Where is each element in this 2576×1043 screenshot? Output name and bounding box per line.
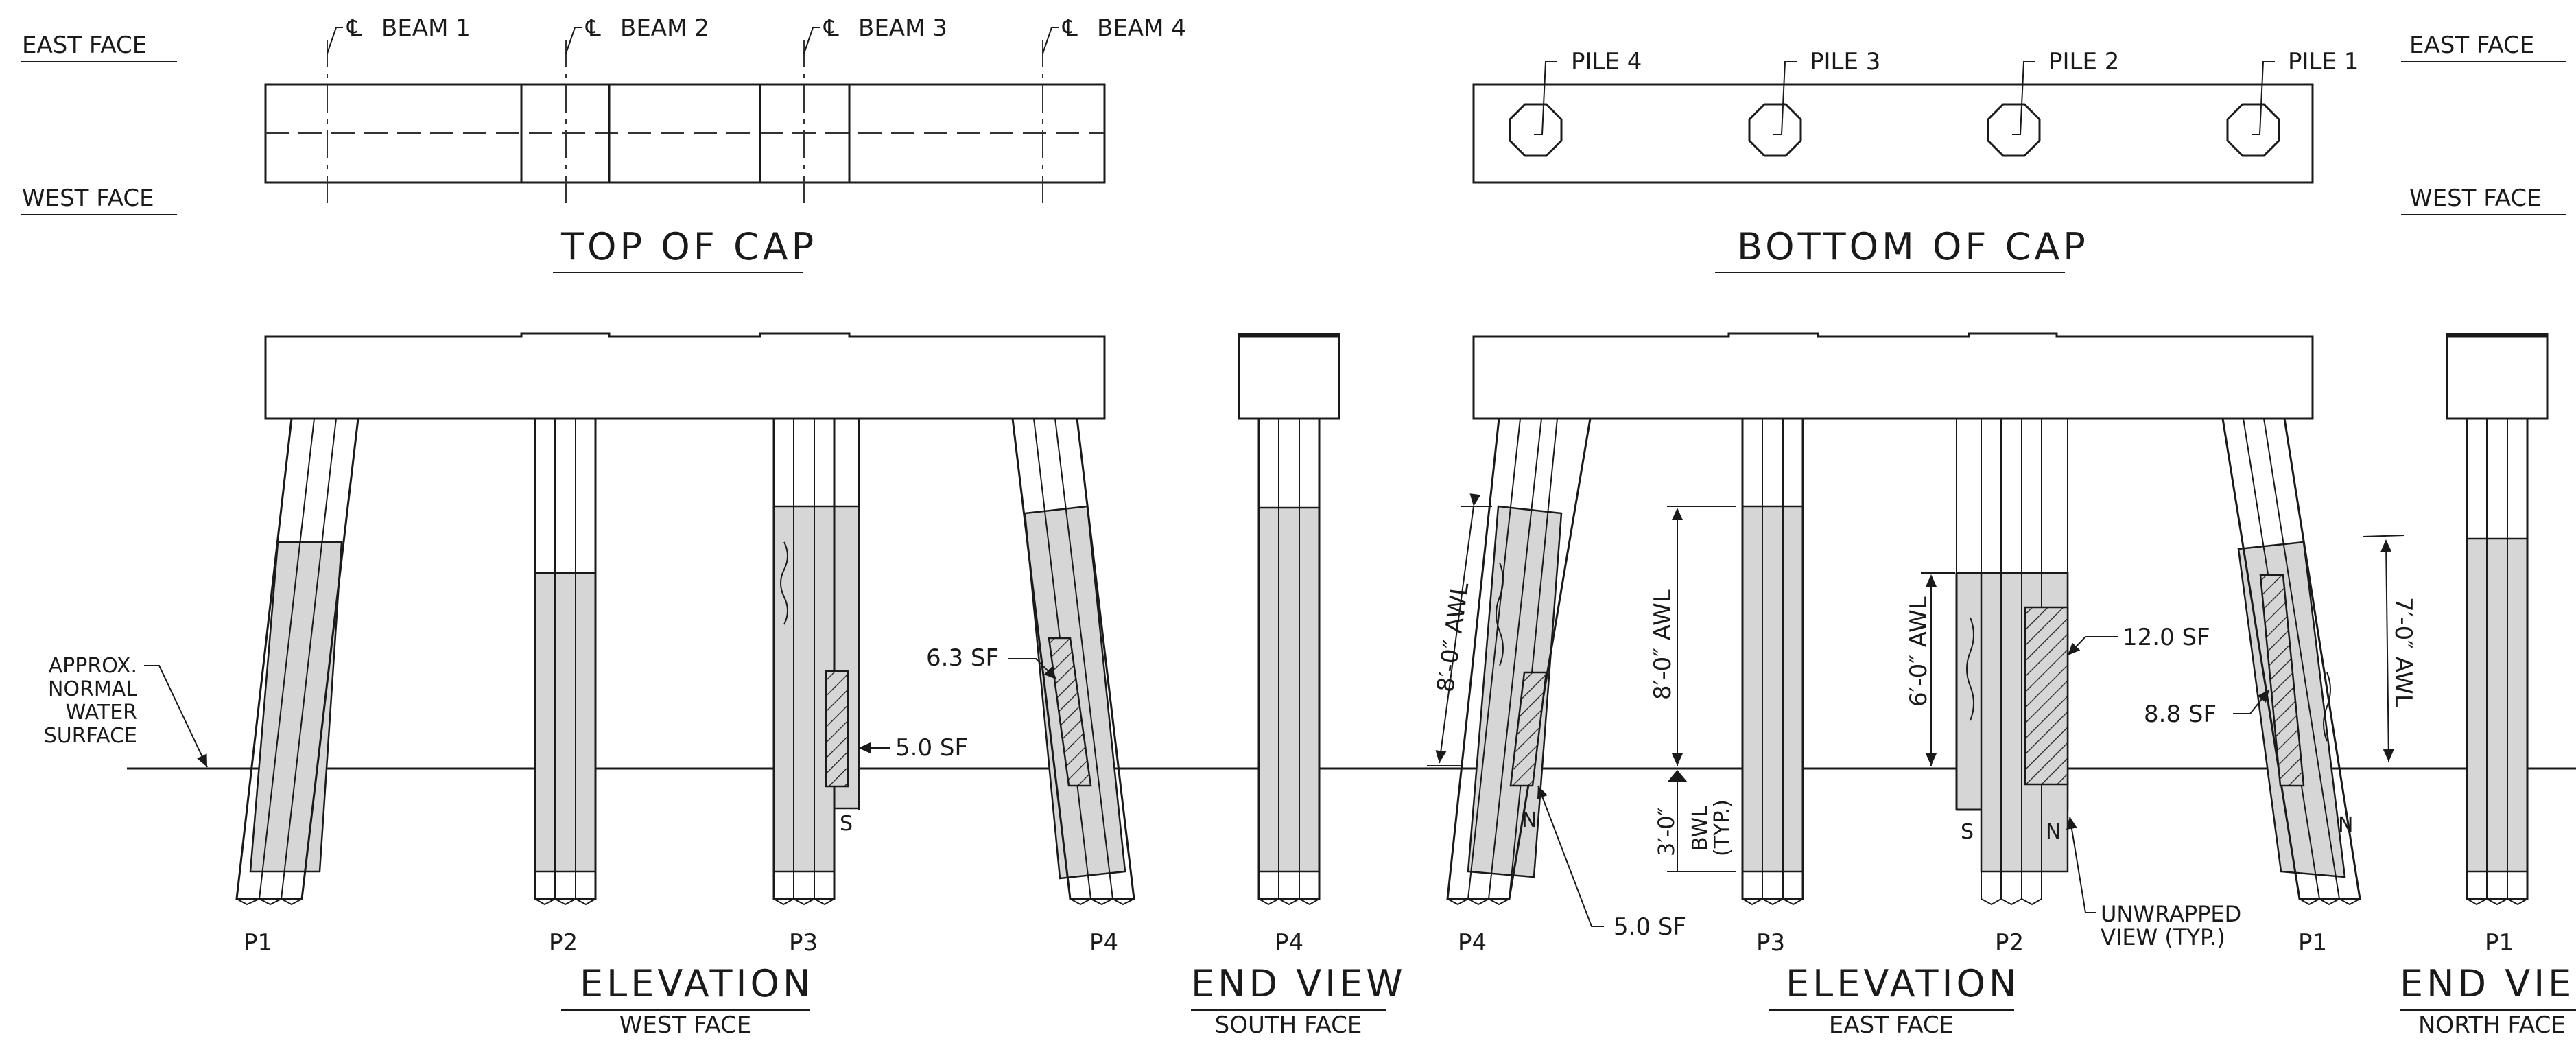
east-pile-label-p4: P4 (1458, 929, 1487, 957)
end-view-south: P4 END VIEW SOUTH FACE (1191, 333, 1406, 1039)
beam-4-centerline-symbol: ℄ (1062, 14, 1078, 42)
water-surface-label-line2: NORMAL (48, 677, 137, 701)
p1-east-area-label: 8.8 SF (2144, 701, 2217, 728)
pile-4-octagon (1509, 103, 1563, 157)
north-end-view-subtitle: NORTH FACE (2418, 1011, 2566, 1039)
p4-east-awl-label: 8′-0″ AWL (1432, 581, 1474, 694)
p4-east-area-label: 5.0 SF (1614, 913, 1686, 941)
pile-1-octagon (2226, 103, 2280, 157)
bottom-of-cap-title: BOTTOM OF CAP (1737, 225, 2089, 268)
water-surface-label-line4: SURFACE (44, 724, 137, 748)
west-face-label-right: WEST FACE (2409, 185, 2542, 212)
pile-3-octagon (1748, 103, 1802, 157)
beam-3-centerline-symbol: ℄ (823, 14, 839, 42)
p3-south-marker: S (840, 812, 853, 836)
east-face-label-left: EAST FACE (22, 32, 147, 59)
p3-east-awl-label: 8′-0″ AWL (1649, 589, 1677, 700)
east-elevation-subtitle: EAST FACE (1829, 1011, 1954, 1039)
pile-3-label: PILE 3 (1810, 48, 1880, 75)
top-of-cap-title: TOP OF CAP (560, 225, 817, 268)
east-elevation-title: ELEVATION (1786, 962, 2020, 1005)
p4-west-area-label: 6.3 SF (926, 644, 999, 672)
unwrapped-view-label-line1: UNWRAPPED (2101, 901, 2241, 927)
p4-west-repair-area (1048, 637, 1092, 787)
p1-east-north-marker: N (2338, 813, 2353, 837)
pile-p3-west: S (772, 417, 860, 906)
pile-p1-east: N (2221, 417, 2361, 906)
top-of-cap-plan: ℄ BEAM 1 ℄ BEAM 2 ℄ BEAM 3 ℄ BEAM 4 TOP … (264, 14, 1186, 273)
east-pile-label-p2: P2 (1995, 929, 2024, 957)
p4-east-north-marker: N (1522, 808, 1537, 832)
p4-east-repair-area (1509, 671, 1548, 787)
beam-3-label: BEAM 3 (858, 14, 947, 42)
water-surface-label-line3: WATER (66, 701, 137, 725)
bwl-typ-label: (TYP.) (1710, 799, 1734, 856)
south-end-view-subtitle: SOUTH FACE (1215, 1011, 1362, 1039)
south-end-pile-label: P4 (1275, 929, 1303, 957)
bwl-label: BWL (1688, 806, 1712, 851)
pile-p1-west (235, 417, 359, 906)
pile-p4-west (1011, 417, 1135, 906)
north-end-pile-label: P1 (2485, 929, 2514, 957)
p2-north-marker: N (2046, 820, 2061, 844)
west-face-label-left: WEST FACE (22, 185, 154, 212)
p1-east-awl-label: 7′-0″ AWL (2389, 597, 2417, 707)
end-view-north: P1 END VIEW NORTH FACE (2400, 333, 2576, 1039)
p2-east-area-label: 12.0 SF (2123, 624, 2210, 651)
west-elevation-subtitle: WEST FACE (619, 1011, 752, 1039)
east-pile-label-p3: P3 (1756, 929, 1785, 957)
p2-east-awl-label: 6′-0″ AWL (1905, 596, 1933, 707)
p2-south-marker: S (1961, 820, 1974, 844)
west-elevation: S 5.0 SF 6.3 SF P1 P2 P3 P4 ELEVATION WE… (235, 332, 1135, 1039)
beam-2-centerline-symbol: ℄ (585, 14, 601, 42)
south-end-view-title: END VIEW (1191, 962, 1406, 1005)
beam-2-label: BEAM 2 (620, 14, 709, 42)
pile-p4-east: N (1446, 417, 1592, 906)
east-elevation: N 8′-0″ AWL 8′-0″ AWL 3′-0″ BWL (TYP.) (1427, 332, 2417, 1039)
west-pile-label-p2: P2 (549, 929, 578, 957)
west-pile-label-p1: P1 (244, 929, 272, 957)
west-elevation-title: ELEVATION (580, 962, 814, 1005)
face-labels: EAST FACE WEST FACE EAST FACE WEST FACE (21, 32, 2566, 215)
west-pile-label-p3: P3 (789, 929, 818, 957)
east-pile-label-p1: P1 (2298, 929, 2327, 957)
pile-4-label: PILE 4 (1571, 48, 1642, 75)
pile-p3-east (1741, 417, 1804, 906)
pile-p2-east: S N (1955, 419, 2069, 906)
p3-west-repair-area (825, 670, 849, 788)
pile-p2-west (534, 417, 597, 906)
west-pile-label-p4: P4 (1089, 929, 1118, 957)
pile-2-label: PILE 2 (2048, 48, 2119, 75)
north-end-view-title: END VIEW (2400, 962, 2576, 1005)
p1-east-repair-area (2259, 574, 2305, 787)
east-face-label-right: EAST FACE (2409, 32, 2534, 59)
p3-west-area-label: 5.0 SF (895, 734, 968, 762)
beam-1-label: BEAM 1 (381, 14, 471, 42)
beam-1-centerline-symbol: ℄ (346, 14, 362, 42)
bwl-dimension: 3′-0″ (1653, 807, 1679, 856)
p2-east-repair-area (2024, 606, 2069, 786)
pile-2-octagon (1987, 103, 2041, 157)
beam-4-label: BEAM 4 (1097, 14, 1186, 42)
bottom-of-cap-plan: PILE 4 PILE 3 PILE 2 PILE 1 BOTTOM OF CA… (1472, 48, 2359, 273)
unwrapped-view-label-line2: VIEW (TYP.) (2101, 924, 2225, 950)
pile-1-label: PILE 1 (2288, 48, 2359, 75)
water-surface-label-line1: APPROX. (49, 654, 137, 678)
